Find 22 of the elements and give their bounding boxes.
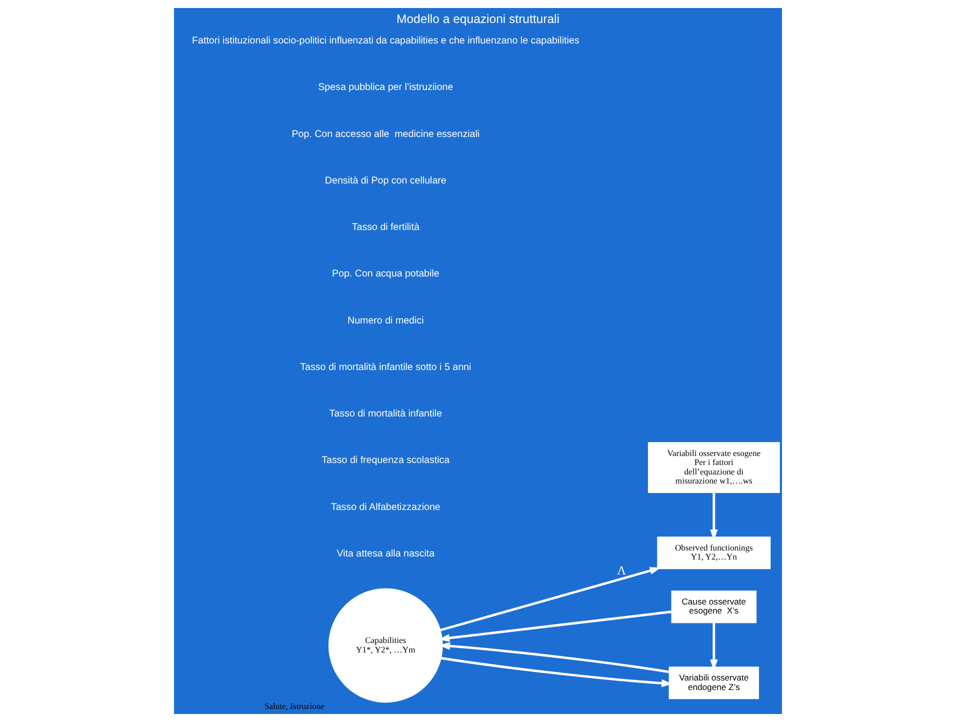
label: Tasso di Alfabetizzazione	[330, 502, 440, 513]
label: Pop. Con accesso alle medicine essenziali	[291, 128, 480, 140]
label: Vita attesa alla nascita	[336, 548, 434, 560]
label: Tasso di mortalità infantile sotto i 5 anni	[300, 362, 471, 373]
node-box: Variabili osservate esogene Per i fattori dell’equazione di misurazione w1,….ws	[647, 442, 780, 494]
node-box: Cause osservate esogene X’s	[670, 590, 756, 624]
label: Fattori istituzionali socio-politici influenzati da capabilities e che influenzano le capabilities	[192, 35, 579, 46]
label: Tasso di frequenza scolastica	[321, 455, 450, 466]
label: Tasso di mortalità infantile	[328, 408, 442, 420]
edge-label: Λ	[616, 563, 626, 578]
node-label: Salute, Istruzione	[264, 701, 324, 712]
label: Numero di medici	[347, 315, 424, 326]
label: Pop. Con acqua potabile	[332, 268, 439, 280]
arrow	[440, 656, 672, 688]
label: Spesa pubblica per l’istruziione	[318, 82, 453, 94]
label: Tasso di fertilità	[351, 222, 419, 234]
diagram-title: Modello a equazioni strutturali	[396, 12, 559, 26]
node-box: Observed functionings Y1, Y2,…Yn	[656, 536, 770, 570]
node-box: Variabili osservate endogene Z’s	[668, 666, 758, 700]
label: Densità di Pop con cellulare	[324, 175, 446, 186]
arrow	[440, 566, 660, 632]
node-circle: Capabilities Y1*, Y2*, …Ym	[328, 588, 442, 703]
